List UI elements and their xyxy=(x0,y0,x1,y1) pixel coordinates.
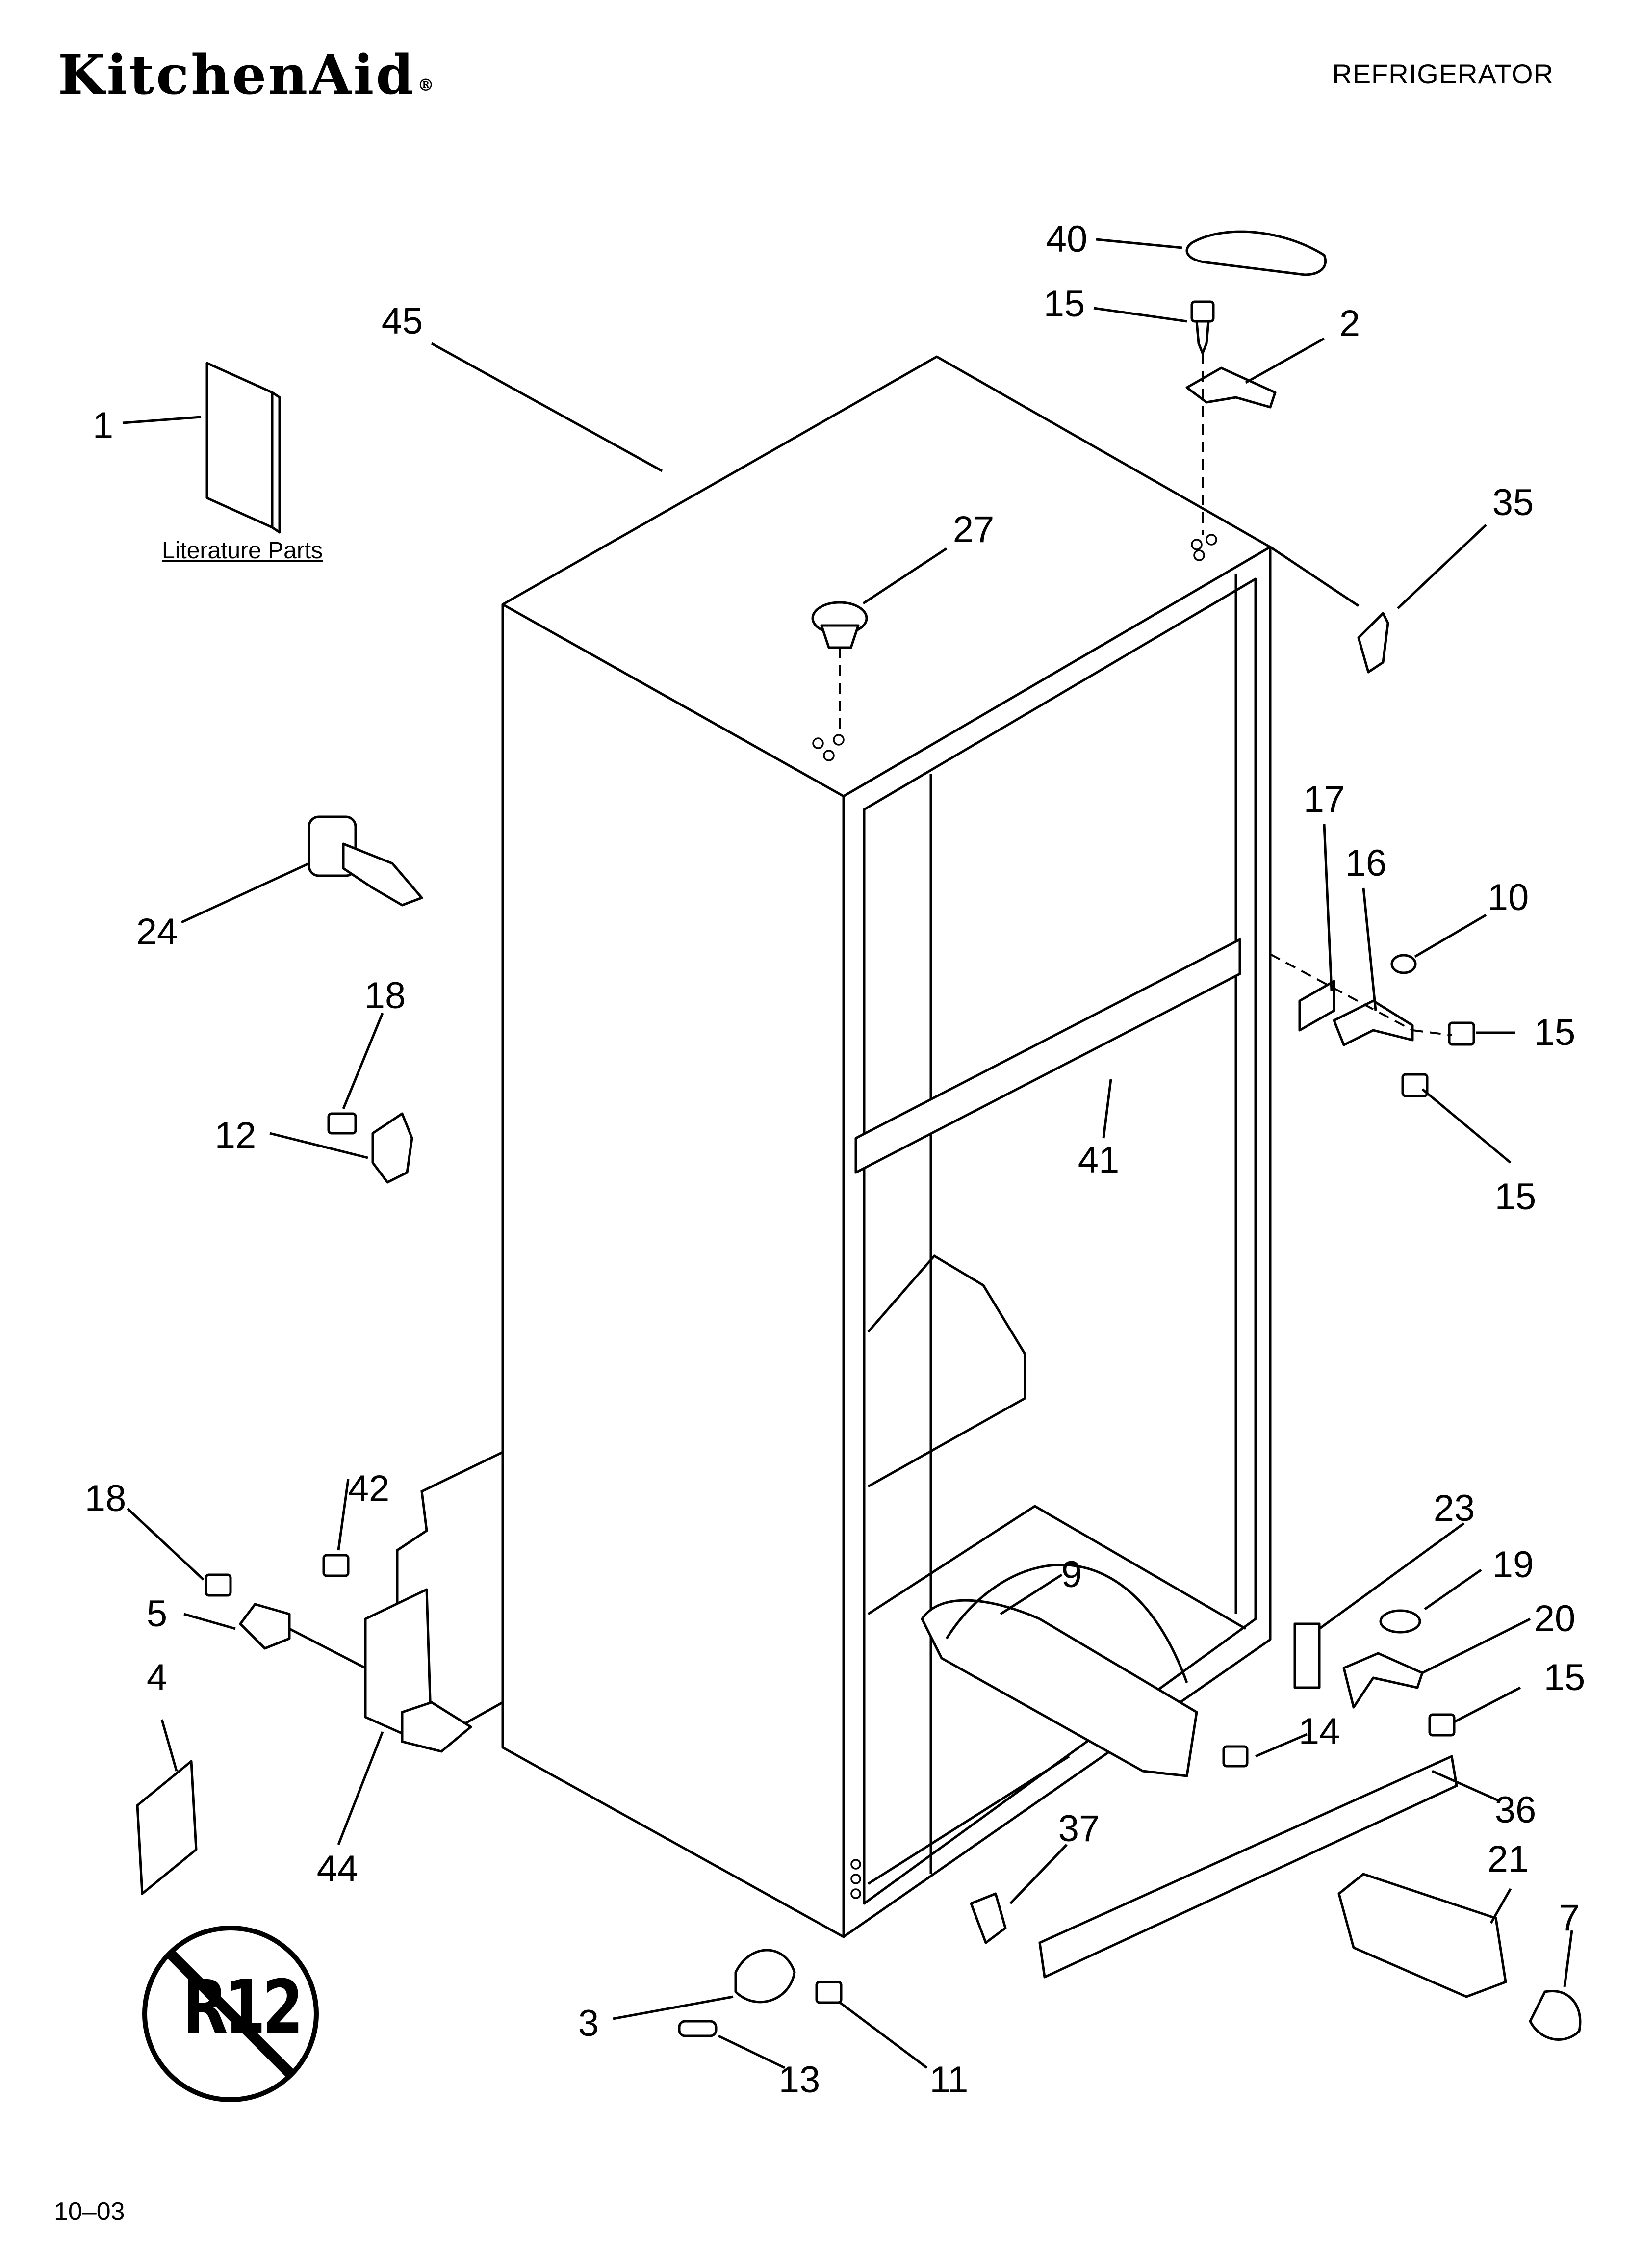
callout-14: 14 xyxy=(1298,1711,1340,1752)
screw-top-hinge xyxy=(1190,300,1215,355)
clip-37 xyxy=(970,1892,1007,1944)
callout-24: 24 xyxy=(136,911,178,953)
callout-4: 4 xyxy=(146,1657,168,1698)
lower-right-parts xyxy=(970,1609,1582,2041)
callout-44: 44 xyxy=(316,1848,359,1890)
literature-booklet xyxy=(205,362,274,529)
callout-27: 27 xyxy=(952,509,995,550)
callout-12: 12 xyxy=(214,1115,257,1156)
callout-13: 13 xyxy=(778,2059,821,2101)
product-type: REFRIGERATOR xyxy=(1332,58,1554,89)
callout-15-lower-center: 15 xyxy=(1494,1176,1537,1218)
top-plug xyxy=(811,601,868,649)
callout-21: 21 xyxy=(1487,1838,1529,1880)
callout-18-lower: 18 xyxy=(84,1478,127,1519)
callout-9: 9 xyxy=(1061,1554,1082,1595)
toe-grille xyxy=(1038,1755,1458,1979)
callout-18-upper: 18 xyxy=(364,975,406,1017)
cabinet-side xyxy=(501,603,845,1938)
filter-housing xyxy=(921,1564,1249,1777)
brand-logo: KitchenAid® xyxy=(58,48,434,102)
bottom-parts xyxy=(678,1949,843,2037)
spacer-23 xyxy=(1293,1622,1321,1689)
callout-20: 20 xyxy=(1534,1598,1576,1640)
no-r12-text: R12 xyxy=(182,1965,304,2050)
callout-2: 2 xyxy=(1339,303,1360,344)
callout-7: 7 xyxy=(1559,1897,1580,1939)
water-filter xyxy=(1337,1873,1507,1998)
callout-36: 36 xyxy=(1494,1789,1537,1831)
stop-pin xyxy=(308,815,423,907)
top-hinge xyxy=(1185,366,1277,409)
callout-1: 1 xyxy=(92,405,114,446)
callout-23: 23 xyxy=(1433,1487,1475,1529)
mullion-rail xyxy=(854,938,1241,1174)
cabinet-body xyxy=(396,355,1272,1938)
no-r12-symbol xyxy=(142,1926,319,2102)
registered-mark: ® xyxy=(417,76,435,95)
callout-11: 11 xyxy=(929,2059,969,2101)
callout-19: 19 xyxy=(1492,1544,1534,1586)
hinge-bracket-left xyxy=(327,1112,413,1184)
callout-16: 16 xyxy=(1345,842,1387,884)
brand-name: KitchenAid xyxy=(58,43,416,106)
callout-17: 17 xyxy=(1303,779,1345,820)
callout-45: 45 xyxy=(381,300,423,342)
callout-5: 5 xyxy=(146,1593,168,1635)
filter-cap xyxy=(1529,1990,1582,2041)
center-hinge-assembly xyxy=(1298,954,1475,1097)
callout-15-center: 15 xyxy=(1534,1012,1576,1053)
callout-35: 35 xyxy=(1492,482,1534,523)
leader-lines xyxy=(122,238,1573,2069)
date-code: 10–03 xyxy=(54,2197,125,2226)
literature-parts-label: Literature Parts xyxy=(162,538,323,564)
callout-42: 42 xyxy=(348,1468,390,1510)
hinge-cover-top xyxy=(1185,230,1327,276)
callout-3: 3 xyxy=(578,2003,599,2044)
lower-left-parts xyxy=(136,1554,472,1895)
callout-37: 37 xyxy=(1058,1808,1100,1850)
callout-40: 40 xyxy=(1046,218,1088,260)
door-stop xyxy=(1357,612,1389,674)
callout-10: 10 xyxy=(1487,877,1529,918)
callout-15-lower: 15 xyxy=(1543,1657,1586,1698)
callout-41: 41 xyxy=(1078,1139,1120,1181)
callout-15-top: 15 xyxy=(1043,283,1085,325)
